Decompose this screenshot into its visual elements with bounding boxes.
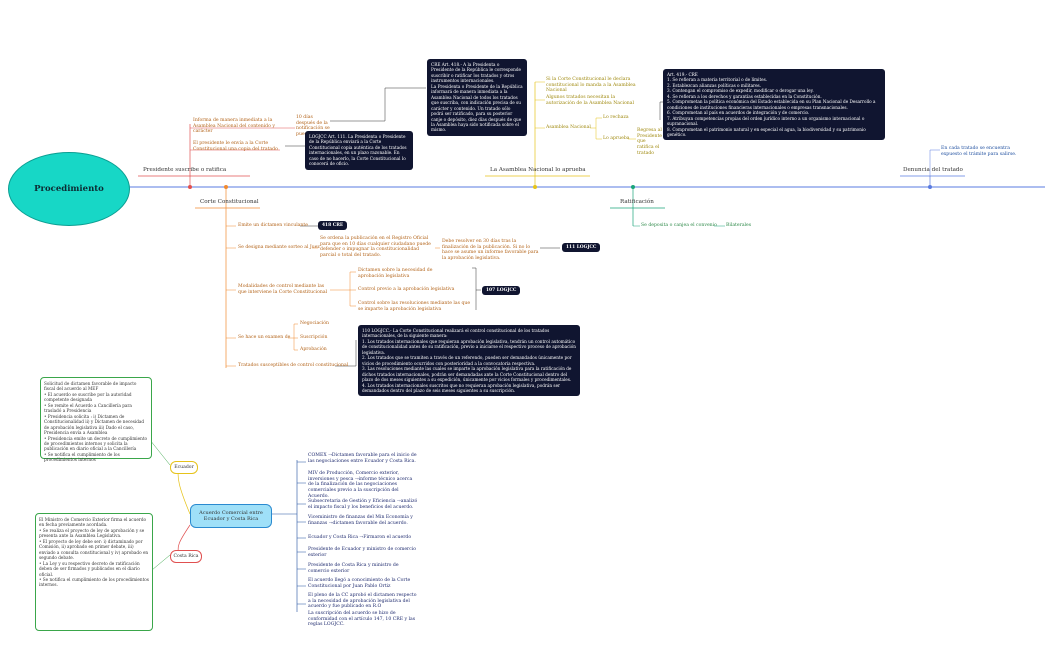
- corte-modalidades: Modalidades de control mediante las que …: [238, 284, 328, 295]
- asamblea-rechaza: Lo rechaza: [603, 115, 629, 120]
- acuerdo-item: COMEX →Dictamen favorable para el inicio…: [308, 453, 417, 464]
- acuerdo-item: El pleno de la CC aprobó el dictamen res…: [308, 593, 417, 610]
- tag-111-logjcc: 111 LOGJCC: [562, 243, 601, 252]
- box-logjcc-111: LOGJCC Art. 111. La Presidenta o Preside…: [305, 131, 413, 170]
- node-ratificacion[interactable]: Ratificación: [620, 199, 654, 205]
- ratificacion-bilaterales: Bilaterales: [726, 223, 752, 228]
- acuerdo-item: Presidente de Costa Rica y ministro de c…: [308, 563, 399, 574]
- asamblea-aprueba: Lo aprueba: [603, 136, 630, 141]
- corte-negociacion: Negociación: [300, 321, 329, 326]
- box-art-419: Art. 419.- CRE 1. Se refieran a materia …: [663, 69, 885, 141]
- presidente-envia: El presidente le envía a la Corte Consti…: [193, 141, 278, 152]
- node-denuncia[interactable]: Denuncia del tratado: [903, 167, 963, 173]
- asamblea-autorizacion: Algunos tratados necesitan la autorizaci…: [546, 95, 634, 106]
- corte-suscripcion: Suscripción: [300, 335, 328, 340]
- box-cre-418: CRE Art. 418.- A la Presidenta o Preside…: [427, 59, 527, 136]
- asamblea-regresa: Regresa al Presidente que ratifica el tr…: [637, 128, 663, 156]
- acuerdo-item: El acuerdo llegó a conocimiento de la Co…: [308, 578, 411, 589]
- acuerdo-item: MIV de Producción, Comercio exterior, in…: [308, 471, 413, 499]
- acuerdo-item: Subsecretaria de Gestión y Eficiencia →a…: [308, 499, 418, 510]
- tag-418-cre: 418 CRE: [318, 221, 348, 230]
- corte-examen: Se hace un examen de: [238, 335, 291, 340]
- ratificacion-deposita: Se deposita o canjea el convenio: [641, 223, 717, 228]
- corte-publicacion: Se ordena la publicación en el Registro …: [320, 236, 431, 259]
- box-110-logjcc: 110 LOGJCC.- La Corte Constitucional rea…: [358, 325, 580, 397]
- acuerdo-ecuador[interactable]: Ecuador: [170, 461, 198, 474]
- acuerdo-item: La suscripción del acuerdo se hizo de co…: [308, 611, 416, 628]
- acuerdo-central-node[interactable]: Acuerdo Comercial entre Ecuador y Costa …: [190, 504, 272, 528]
- acuerdo-item: Viceministro de finanzas del Min Economí…: [308, 515, 413, 526]
- root-node-procedimiento[interactable]: Procedimiento: [8, 152, 130, 226]
- corte-resolver: Debe resolver en 30 días tras la finaliz…: [442, 239, 539, 262]
- tag-107-logjcc: 107 LOGJCC: [482, 286, 521, 295]
- node-presidente[interactable]: Presidente suscribe o ratifica: [143, 167, 227, 173]
- corte-tratados: Tratados susceptibles de control constit…: [238, 363, 349, 368]
- denuncia-text: En cada tratado se encuentra expuesto el…: [941, 146, 1017, 157]
- corte-modalidad-2: Control previo a la aprobación legislati…: [358, 287, 455, 292]
- corte-sorteo: Se designa mediante sorteo al Juez: [238, 245, 320, 250]
- acuerdo-costa-rica[interactable]: Costa Rica: [170, 550, 202, 563]
- corte-modalidad-1: Dictamen sobre la necesidad de aprobació…: [358, 268, 433, 279]
- acuerdo-item: Presidente de Ecuador y ministro de come…: [308, 547, 417, 558]
- corte-aprobacion: Aprobación: [300, 347, 327, 352]
- presidente-informa: Informa de manera inmediata a la Asamble…: [193, 118, 275, 135]
- asamblea-nacional: Asamblea Nacional: [546, 125, 591, 130]
- node-asamblea[interactable]: La Asamblea Nacional lo aprueba: [490, 167, 586, 173]
- asamblea-declara: Si la Corte Constitucional le declara co…: [546, 77, 636, 94]
- corte-dictamen: Emite un dictamen vinculante: [238, 223, 308, 228]
- ecuador-procedure-box: Solicitud de dictamen favorable de impac…: [40, 377, 152, 462]
- node-corte-constitucional[interactable]: Corte Constitucional: [200, 199, 259, 205]
- acuerdo-item: Ecuador y Costa Rica →Firmaron el acuerd…: [308, 535, 412, 540]
- corte-modalidad-3: Control sobre las resoluciones mediante …: [358, 301, 471, 312]
- costa-rica-procedure-box: El Ministro de Comercio Exterior firma e…: [35, 513, 153, 631]
